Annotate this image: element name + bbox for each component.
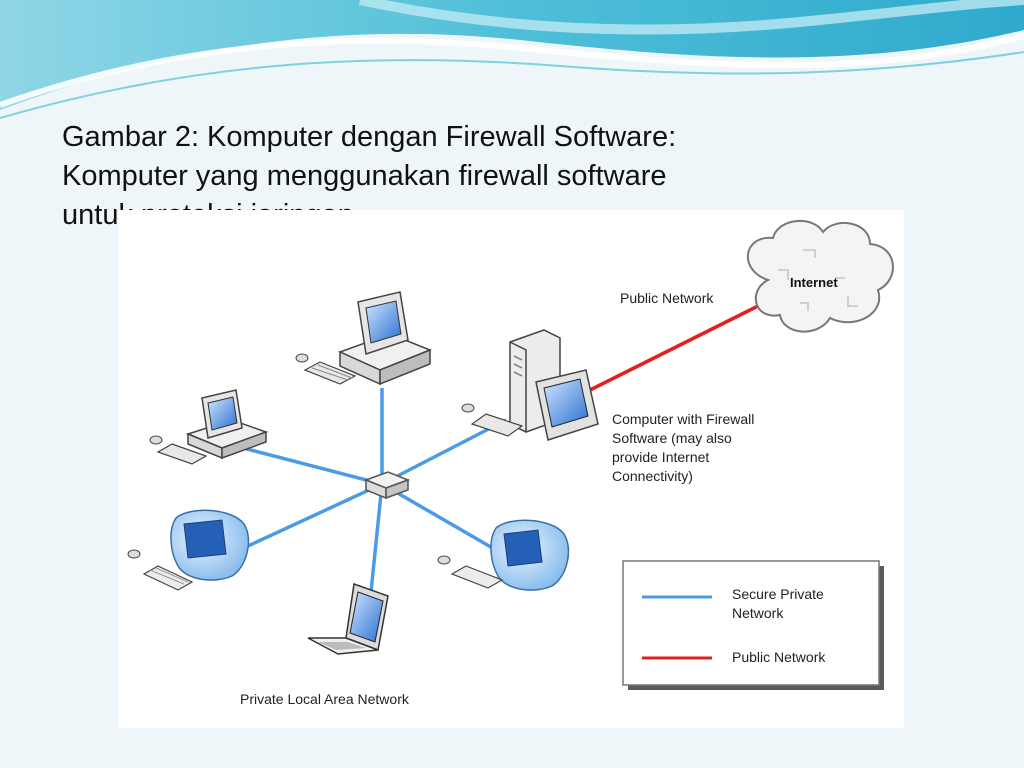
link-to-left-desktop — [242, 446, 383, 486]
link-to-laptop — [369, 483, 384, 593]
imac-computer-icon — [437, 519, 570, 591]
firewall-computer-icon — [461, 329, 599, 441]
internet-label: Internet — [790, 275, 838, 290]
desktop-computer-icon — [295, 291, 433, 386]
legend-secure-label-line2: Network — [732, 605, 784, 621]
network-diagram: Internet Public Network — [127, 219, 894, 707]
firewall-label-line: provide Internet — [612, 449, 709, 465]
slide-caption: Gambar 2: Komputer dengan Firewall Softw… — [62, 118, 822, 235]
link-to-firewall-computer — [381, 418, 507, 486]
caption-line-1: Gambar 2: Komputer dengan Firewall Softw… — [62, 121, 677, 153]
link-to-left-imac — [247, 482, 383, 548]
decorative-header-banner — [0, 0, 1024, 119]
caption-line-2: Komputer yang menggunakan firewall softw… — [62, 160, 667, 192]
imac-computer-icon — [127, 509, 250, 591]
internet-cloud-icon: Internet — [747, 219, 894, 333]
firewall-computer-label: Computer with Firewall Software (may als… — [612, 411, 754, 484]
desktop-computer-icon — [149, 389, 269, 465]
network-hub-icon — [363, 471, 411, 500]
legend: Secure Private Network Public Network — [622, 560, 884, 690]
legend-secure-label-line1: Secure Private — [732, 586, 824, 602]
public-network-link — [589, 294, 779, 392]
firewall-label-line: Connectivity) — [612, 468, 693, 484]
laptop-computer-icon — [307, 582, 389, 655]
link-to-right-imac — [381, 482, 497, 552]
legend-public-label: Public Network — [732, 649, 826, 665]
private-lan-label: Private Local Area Network — [240, 691, 410, 707]
secure-network-links — [242, 388, 507, 593]
network-diagram-figure: Internet Public Network — [118, 210, 904, 728]
firewall-label-line: Computer with Firewall — [612, 411, 754, 427]
firewall-label-line: Software (may also — [612, 430, 732, 446]
public-network-label: Public Network — [620, 290, 714, 306]
